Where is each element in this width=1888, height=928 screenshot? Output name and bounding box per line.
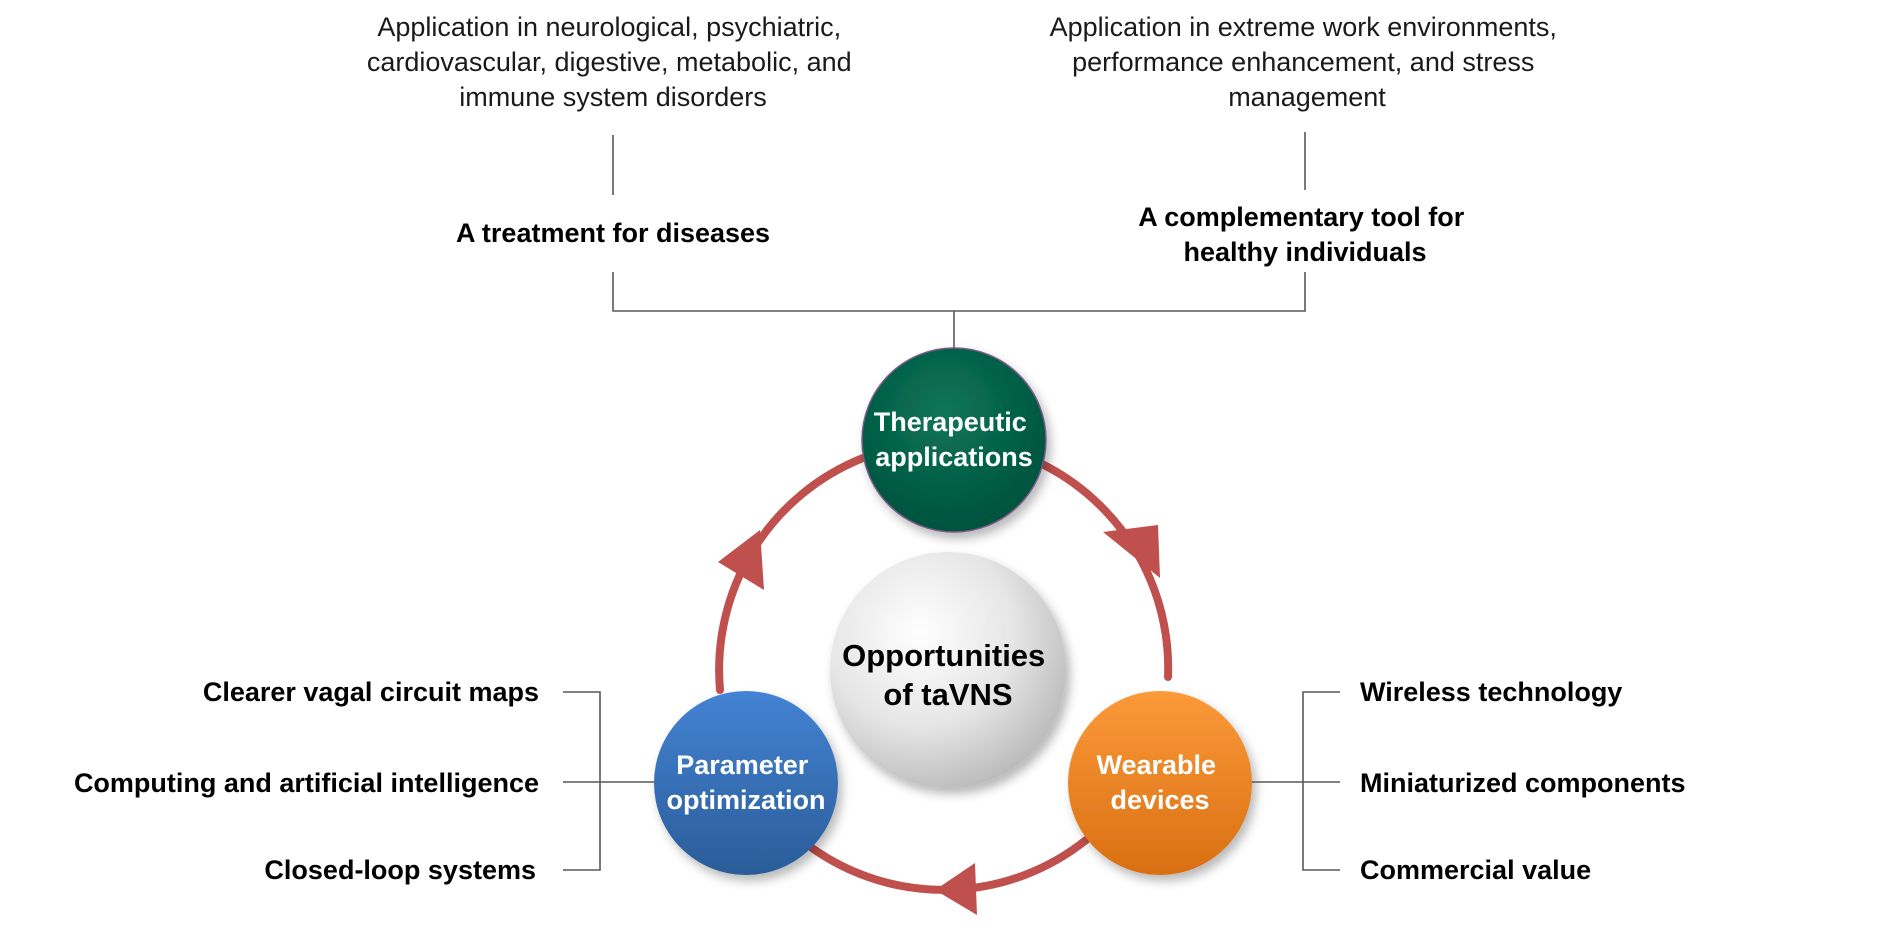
wearable-circle — [1068, 691, 1252, 875]
left-item-3: Closed-loop systems — [264, 855, 536, 885]
parameter-label: Parameter optimization — [667, 750, 826, 815]
left-item-2: Computing and artificial intelligence — [74, 768, 539, 798]
center-circle — [830, 552, 1066, 788]
left-item-1: Clearer vagal circuit maps — [203, 677, 539, 707]
therapeutic-label-line-2: applications — [875, 442, 1033, 472]
therapeutic-label-line-1: Therapeutic — [874, 407, 1027, 437]
top-right-description-line-3: management — [1228, 82, 1386, 112]
top-connectors — [612, 132, 1306, 350]
therapeutic-label: Therapeutic applications — [874, 407, 1035, 472]
parameter-label-line-2: optimization — [667, 785, 826, 815]
right-bracket — [1252, 691, 1340, 871]
arrowhead-right — [1103, 525, 1160, 578]
top-right-description-line-1: Application in extreme work environments… — [1050, 12, 1557, 42]
top-right-heading: A complementary tool for healthy individ… — [1138, 202, 1472, 267]
top-right-heading-line-2: healthy individuals — [1183, 237, 1426, 267]
top-left-description-line-2: cardiovascular, digestive, metabolic, an… — [367, 47, 852, 77]
center-label-line-2: of taVNS — [883, 677, 1012, 712]
node-wearable-devices: Wearable devices — [1068, 691, 1252, 875]
right-item-1: Wireless technology — [1360, 677, 1622, 707]
parameter-circle — [654, 691, 838, 875]
parameter-label-line-1: Parameter — [676, 750, 809, 780]
arrowhead-bottom — [935, 863, 977, 915]
top-left-description-line-1: Application in neurological, psychiatric… — [377, 12, 841, 42]
center-label: Opportunities of taVNS — [842, 638, 1054, 712]
center-label-line-1: Opportunities — [842, 638, 1045, 673]
right-item-3: Commercial value — [1360, 855, 1591, 885]
connector-bracket-top — [612, 272, 1306, 312]
top-left-description: Application in neurological, psychiatric… — [367, 12, 859, 112]
top-left-heading: A treatment for diseases — [456, 218, 770, 248]
top-left-heading-line-1: A treatment for diseases — [456, 218, 770, 248]
left-bracket — [563, 691, 654, 871]
top-right-heading-line-1: A complementary tool for — [1138, 202, 1465, 232]
left-bracket-line — [563, 691, 601, 871]
right-item-2: Miniaturized components — [1360, 768, 1686, 798]
top-left-description-line-3: immune system disorders — [459, 82, 767, 112]
arrowhead-left — [718, 530, 764, 590]
top-right-description-line-2: performance enhancement, and stress — [1072, 47, 1534, 77]
node-therapeutic-applications: Therapeutic applications — [861, 347, 1047, 533]
top-right-description: Application in extreme work environments… — [1050, 12, 1565, 112]
therapeutic-circle — [861, 347, 1047, 533]
right-bracket-line — [1302, 691, 1340, 871]
wearable-label: Wearable devices — [1096, 750, 1223, 815]
wearable-label-line-1: Wearable — [1096, 750, 1216, 780]
center-node: Opportunities of taVNS — [830, 552, 1066, 788]
node-parameter-optimization: Parameter optimization — [654, 691, 838, 875]
wearable-label-line-2: devices — [1110, 785, 1209, 815]
cycle-arrowheads — [718, 525, 1160, 915]
